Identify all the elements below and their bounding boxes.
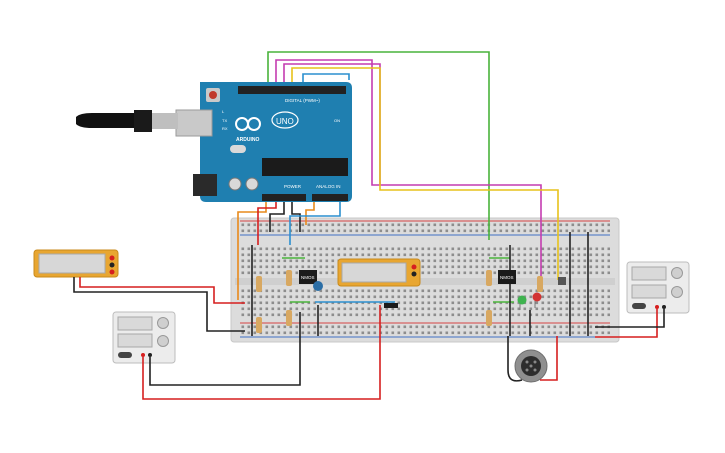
nmos-left[interactable]: NMOS <box>299 270 317 284</box>
speaker-icon[interactable] <box>514 349 548 383</box>
atmega-chip <box>262 158 348 176</box>
orange-wire <box>237 202 267 300</box>
power-supply-right-wire-red <box>595 309 658 338</box>
resistor-6 <box>486 310 492 326</box>
resistor-5 <box>486 270 492 286</box>
black-wire-gnd-2 <box>291 202 301 232</box>
arduino-brand: ARDUINO <box>236 137 259 143</box>
blue-wire-2 <box>289 202 341 245</box>
analog-header-label: ANALOG IN <box>316 184 341 189</box>
digital-header <box>238 86 346 94</box>
power-header-label: POWER <box>284 184 302 189</box>
multimeter-left-wire-red <box>79 277 245 304</box>
arduino-model: UNO <box>276 117 294 126</box>
analog-header <box>312 194 348 201</box>
orange-wire-2 <box>305 202 315 225</box>
nmos-left-label: NMOS <box>301 275 315 280</box>
speaker-wire-black <box>507 336 523 382</box>
led-green[interactable] <box>517 295 527 311</box>
multimeter-left[interactable] <box>33 249 119 278</box>
wires-top[interactable] <box>267 51 559 280</box>
digital-header-label: DIGITAL (PWM~) <box>285 98 320 103</box>
resistor-3 <box>286 270 292 286</box>
nmos-right[interactable]: NMOS <box>498 270 516 284</box>
multimeter-center[interactable] <box>337 258 421 287</box>
power-header <box>262 194 306 201</box>
led-label-rx: RX <box>222 126 228 131</box>
power-supply-right[interactable] <box>626 261 690 314</box>
power-supply-left-wire-red <box>142 305 381 400</box>
power-jack <box>193 174 217 196</box>
led-label-tx: TX <box>222 118 227 123</box>
power-supply-left[interactable] <box>112 311 176 364</box>
usb-port <box>175 109 213 137</box>
led-red[interactable] <box>532 292 542 309</box>
power-supply-right-wire-black <box>595 309 665 328</box>
led-label-on: ON <box>334 118 340 123</box>
arduino-logo-icon <box>235 117 261 131</box>
push-button[interactable] <box>558 277 566 285</box>
resistors <box>256 270 543 333</box>
breadboard[interactable] <box>230 217 620 343</box>
resistor-4 <box>286 310 292 326</box>
crystal-oscillator <box>230 145 246 153</box>
red-wire-5v <box>257 202 277 225</box>
power-supply-left-wire-black <box>149 312 301 386</box>
resistor-2 <box>256 317 262 333</box>
multimeter-left-wire-black <box>73 277 245 332</box>
yellow-wire <box>291 67 559 280</box>
wires-bottom[interactable] <box>237 202 341 300</box>
black-wire-gnd <box>269 202 285 232</box>
capacitor-blue <box>313 281 323 291</box>
green-wire <box>267 51 490 240</box>
breadboard-jumpers[interactable] <box>251 225 589 336</box>
resistor-7 <box>537 276 543 292</box>
capacitor-2 <box>245 177 259 191</box>
resistor-1 <box>256 276 262 292</box>
led-label-l: L <box>222 109 225 114</box>
magenta-wire <box>275 59 542 280</box>
nmos-right-label: NMOS <box>500 275 514 280</box>
speaker-wire-red <box>540 336 558 381</box>
arduino-uno[interactable]: DIGITAL (PWM~) ARDUINO UNO L TX RX ON PO… <box>175 82 352 202</box>
usb-cable <box>76 110 178 132</box>
capacitor-1 <box>228 177 242 191</box>
diode <box>384 303 398 308</box>
